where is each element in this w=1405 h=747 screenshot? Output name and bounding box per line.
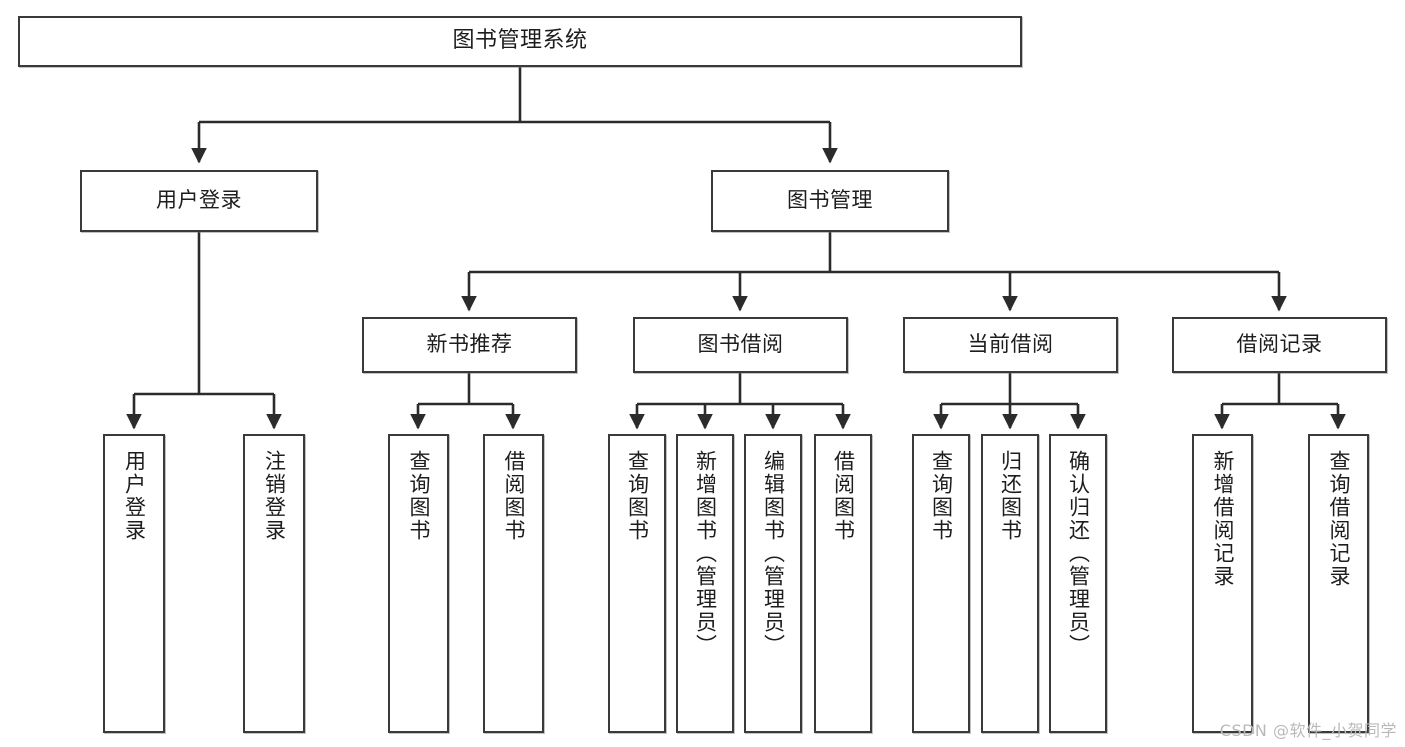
node-leaf-logout[interactable]: 注销登录 xyxy=(243,434,305,733)
node-borrow-record[interactable]: 借阅记录 xyxy=(1172,317,1387,373)
node-leaf-query-book-3[interactable]: 查询图书 xyxy=(912,434,970,733)
node-user-login[interactable]: 用户登录 xyxy=(80,170,318,232)
node-leaf-query-book-1[interactable]: 查询图书 xyxy=(388,434,449,733)
node-leaf-logout-label: 注销登录 xyxy=(262,450,287,542)
node-user-login-label: 用户登录 xyxy=(156,188,242,213)
node-borrow-record-label: 借阅记录 xyxy=(1236,332,1323,357)
node-leaf-confirm-return[interactable]: 确认归还（管理员） xyxy=(1049,434,1107,733)
node-leaf-query-record-label: 查询借阅记录 xyxy=(1327,450,1351,588)
node-book-manage-label: 图书管理 xyxy=(787,188,873,213)
node-leaf-query-book-2[interactable]: 查询图书 xyxy=(608,434,666,733)
node-leaf-add-book-label: 新增图书（管理员） xyxy=(693,450,718,657)
node-root-label: 图书管理系统 xyxy=(452,28,588,54)
node-leaf-query-book-3-label: 查询图书 xyxy=(929,450,954,542)
node-leaf-edit-book[interactable]: 编辑图书（管理员） xyxy=(744,434,802,733)
node-book-manage[interactable]: 图书管理 xyxy=(711,170,949,232)
node-leaf-borrow-book-2-label: 借阅图书 xyxy=(831,450,856,542)
node-book-borrow-label: 图书借阅 xyxy=(697,332,784,357)
node-new-book-recommend[interactable]: 新书推荐 xyxy=(362,317,577,373)
node-leaf-add-record[interactable]: 新增借阅记录 xyxy=(1192,434,1253,733)
node-new-book-recommend-label: 新书推荐 xyxy=(426,332,513,357)
node-current-borrow-label: 当前借阅 xyxy=(967,332,1054,357)
node-leaf-borrow-book-1[interactable]: 借阅图书 xyxy=(483,434,544,733)
node-root[interactable]: 图书管理系统 xyxy=(18,16,1022,67)
node-leaf-return-book[interactable]: 归还图书 xyxy=(981,434,1039,733)
node-leaf-query-record[interactable]: 查询借阅记录 xyxy=(1308,434,1369,733)
node-leaf-add-book[interactable]: 新增图书（管理员） xyxy=(676,434,734,733)
node-leaf-query-book-1-label: 查询图书 xyxy=(407,450,431,542)
node-leaf-return-book-label: 归还图书 xyxy=(998,450,1023,542)
node-leaf-borrow-book-1-label: 借阅图书 xyxy=(502,450,526,542)
node-leaf-user-login-label: 用户登录 xyxy=(122,450,147,542)
node-leaf-confirm-return-label: 确认归还（管理员） xyxy=(1066,450,1091,657)
node-leaf-borrow-book-2[interactable]: 借阅图书 xyxy=(814,434,872,733)
node-current-borrow[interactable]: 当前借阅 xyxy=(903,317,1118,373)
node-leaf-user-login[interactable]: 用户登录 xyxy=(103,434,165,733)
node-leaf-edit-book-label: 编辑图书（管理员） xyxy=(761,450,786,657)
node-leaf-query-book-2-label: 查询图书 xyxy=(625,450,650,542)
node-leaf-add-record-label: 新增借阅记录 xyxy=(1211,450,1235,588)
node-book-borrow[interactable]: 图书借阅 xyxy=(633,317,848,373)
